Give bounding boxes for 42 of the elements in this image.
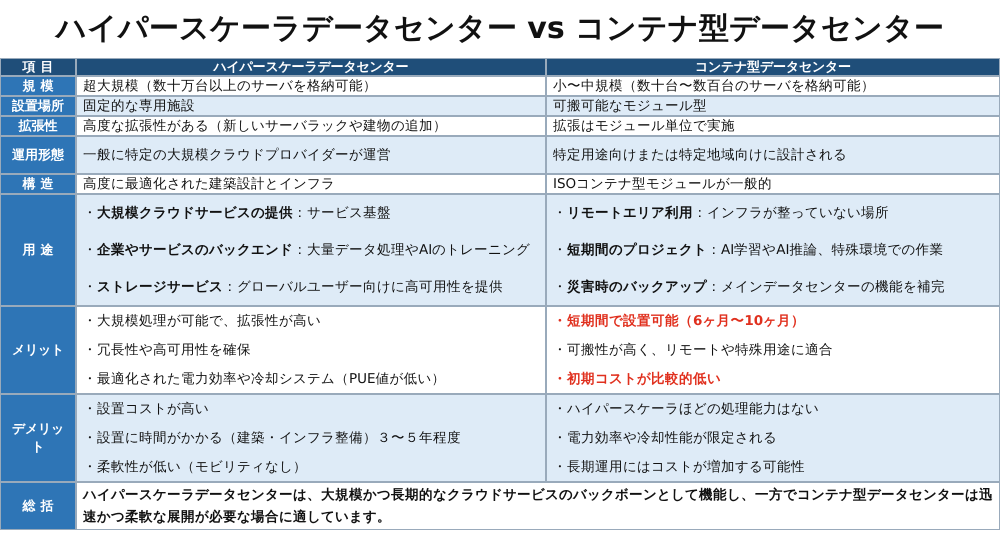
row-header: 規 模 bbox=[22, 78, 54, 95]
cell-text: ・電力効率や冷却性能が限定される bbox=[553, 428, 778, 447]
cell-text: 小〜中規模（数十台〜数百台のサーバを格納可能） bbox=[553, 77, 876, 95]
cell-text: ・短期間で設置可能（6ヶ月〜10ヶ月） bbox=[553, 312, 806, 330]
cell-text: 超大規模（数十万台以上のサーバを格納可能） bbox=[83, 77, 378, 95]
cell-text: ・初期コストが比較的低い bbox=[553, 370, 722, 388]
cell-text: 可搬可能なモジュール型 bbox=[553, 97, 708, 115]
column-header: ハイパースケーラデータセンター bbox=[214, 59, 408, 76]
cell-text: ・冗長性や高可用性を確保 bbox=[83, 340, 252, 359]
cell-text: 固定的な専用施設 bbox=[83, 97, 196, 115]
cell-text: ・ストレージサービス：グローバルユーザー向けに高可用性を提供 bbox=[83, 278, 504, 296]
cell-text: 拡張はモジュール単位で実施 bbox=[553, 117, 736, 135]
cell-text: ・最適化された電力効率や冷却システム（PUE値が低い） bbox=[83, 370, 447, 388]
cell-text: 高度に最適化された建築設計とインフラ bbox=[83, 175, 336, 193]
cell-text: ・長期運用にはコストが増加する可能性 bbox=[553, 458, 806, 476]
cell-text: ISOコンテナ型モジュールが一般的 bbox=[553, 175, 774, 193]
cell-text: ・柔軟性が低い（モビリティなし） bbox=[83, 458, 308, 476]
cell-text: ・大規模処理が可能で、拡張性が高い bbox=[83, 312, 322, 330]
cell-text: ・可搬性が高く、リモートや特殊用途に適合 bbox=[553, 340, 834, 359]
cell-text: ・大規模クラウドサービスの提供：サービス基盤 bbox=[83, 204, 392, 222]
row-header: 用 途 bbox=[22, 242, 54, 259]
cell-text: ・設置に時間がかかる（建築・インフラ整備）３〜５年程度 bbox=[83, 428, 462, 447]
column-header: コンテナ型データセンター bbox=[695, 59, 851, 76]
row-header: 設置場所 bbox=[12, 98, 64, 115]
cell-text: 一般に特定の大規模クラウドプロバイダーが運営 bbox=[83, 146, 392, 164]
cell-text: 特定用途向けまたは特定地域向けに設計される bbox=[553, 146, 848, 164]
cell-text: ・設置コストが高い bbox=[83, 400, 210, 418]
summary-text: ハイパースケーラデータセンターは、大規模かつ長期的なクラウドサービスのバックボーンとして機能し、一方でコンテナ型データセンターは迅速かつ柔軟な展開が必要な場合に適しています。 bbox=[83, 486, 993, 527]
row-header: 総 括 bbox=[22, 498, 54, 515]
cell-text: ・企業やサービスのバックエンド：大量データ処理やAIのトレーニング bbox=[83, 240, 532, 259]
cell-text: ・ハイパースケーラほどの処理能力はない bbox=[553, 400, 820, 418]
row-header: 拡張性 bbox=[18, 118, 58, 135]
cell-text: ・災害時のバックアップ：メインデータセンターの機能を補完 bbox=[553, 278, 946, 296]
row-header: メリット bbox=[12, 342, 64, 359]
column-header: 項 目 bbox=[22, 59, 54, 76]
row-header: デメリット bbox=[11, 421, 65, 456]
row-header: 構 造 bbox=[22, 176, 54, 193]
cell-text: 高度な拡張性がある（新しいサーバラックや建物の追加） bbox=[83, 117, 448, 135]
cell-text: ・短期間のプロジェクト：AI学習やAI推論、特殊環境での作業 bbox=[553, 240, 944, 259]
page-title: ハイパースケーラデータセンター vs コンテナ型データセンター bbox=[54, 10, 946, 48]
row-header: 運用形態 bbox=[12, 146, 64, 164]
cell-text: ・リモートエリア利用：インフラが整っていない場所 bbox=[553, 204, 890, 222]
